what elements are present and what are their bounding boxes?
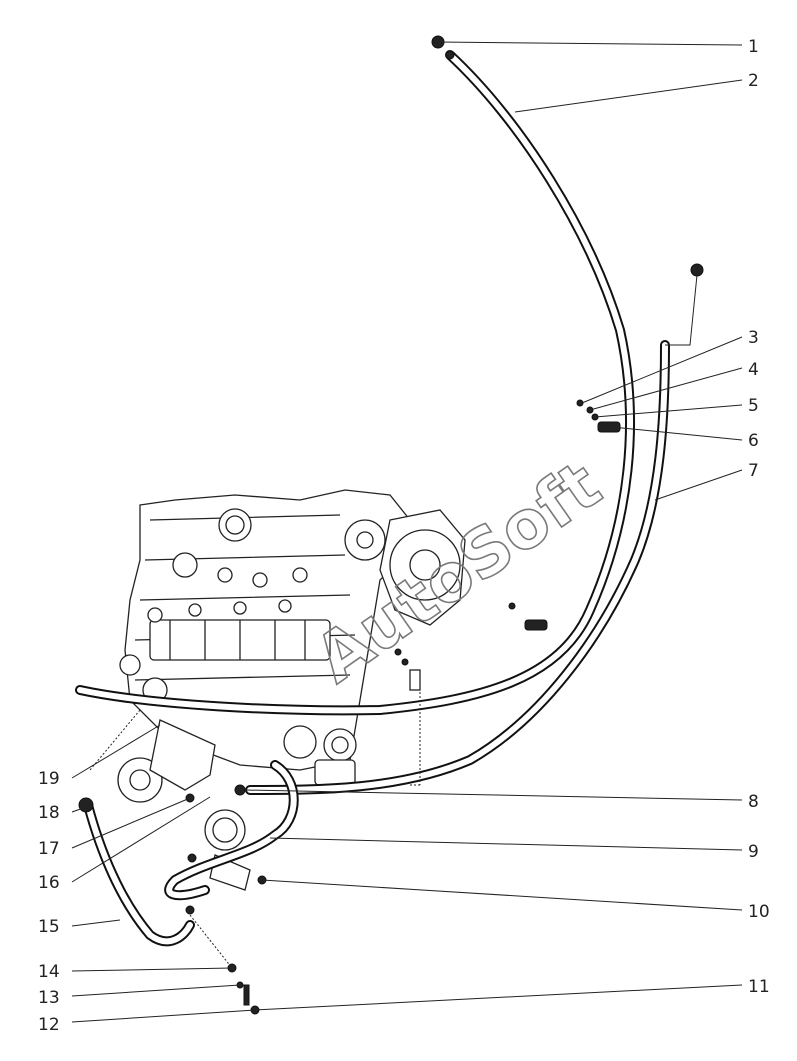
callout-1: 1 <box>748 37 759 57</box>
callout-18: 18 <box>38 803 60 823</box>
part-top-fitting <box>690 263 704 277</box>
callout-10: 10 <box>748 902 770 922</box>
callout-8: 8 <box>748 792 759 812</box>
callout-13: 13 <box>38 988 60 1008</box>
assembly-guides <box>89 680 421 969</box>
callout-5: 5 <box>748 396 759 416</box>
callout-17: 17 <box>38 839 60 859</box>
callout-6: 6 <box>748 431 759 451</box>
part-6-clamp <box>597 421 621 433</box>
callout-15: 15 <box>38 917 60 937</box>
callout-11: 11 <box>748 977 770 997</box>
hardware-parts <box>78 35 704 1015</box>
callout-14: 14 <box>38 962 60 982</box>
callout-4: 4 <box>748 360 759 380</box>
callout-9: 9 <box>748 842 759 862</box>
fuel-pipes <box>75 50 698 947</box>
callout-16: 16 <box>38 873 60 893</box>
leader-lines <box>71 41 743 1023</box>
callout-labels: 1 2 3 4 5 6 7 8 9 10 11 12 13 14 15 16 1… <box>38 37 770 1035</box>
callout-3: 3 <box>748 328 759 348</box>
callout-7: 7 <box>748 461 759 481</box>
callout-19: 19 <box>38 769 60 789</box>
callout-2: 2 <box>748 71 759 91</box>
part-12-bolt <box>243 984 250 1006</box>
callout-12: 12 <box>38 1015 60 1035</box>
